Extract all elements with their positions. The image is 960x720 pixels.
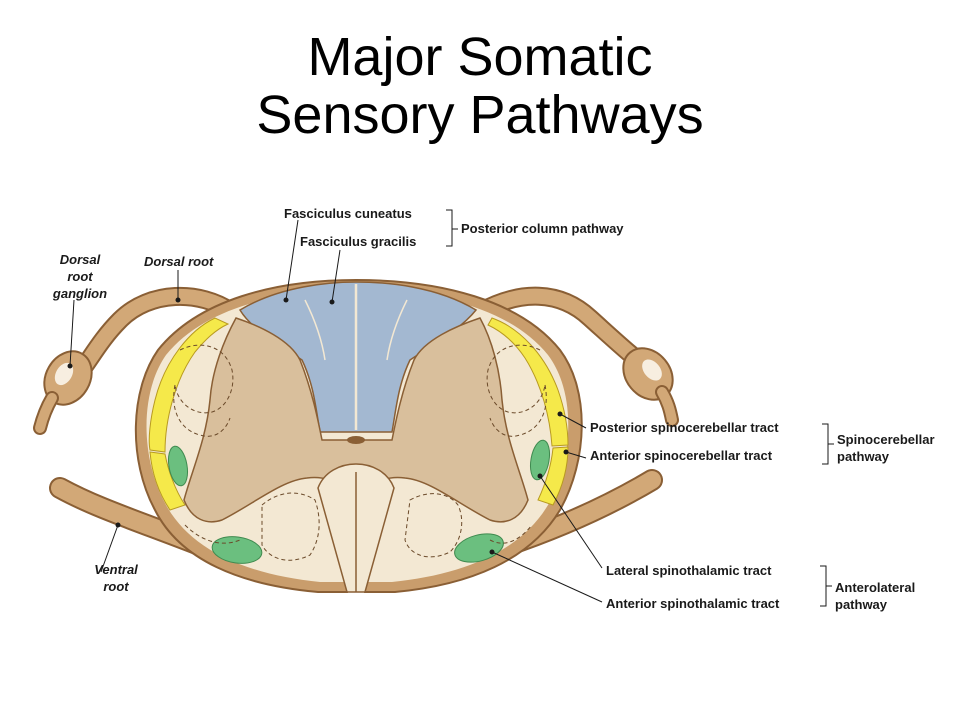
label-lateral-spinothalamic-tract: Lateral spinothalamic tract (606, 563, 772, 578)
label-posterior-spinocerebellar-tract: Posterior spinocerebellar tract (590, 420, 779, 435)
label-spinocerebellar-pathway-1: Spinocerebellar (837, 432, 935, 447)
leader-lines (69, 209, 834, 607)
page-title: Major Somatic Sensory Pathways (0, 28, 960, 144)
label-ventral-root-2: root (103, 579, 129, 594)
left-posterior-spinocerebellar-tract (148, 317, 230, 453)
left-anterior-spinocerebellar-tract (149, 451, 186, 511)
label-fasciculus-cuneatus: Fasciculus cuneatus (284, 206, 412, 221)
right-lateral-spinothalamic-tract (529, 439, 551, 481)
label-anterior-spinothalamic-tract: Anterior spinothalamic tract (606, 596, 780, 611)
leader-dots (67, 297, 569, 555)
label-anterolateral-pathway-2: pathway (835, 597, 888, 612)
right-anterior-spinocerebellar-tract (537, 446, 569, 506)
label-anterior-spinocerebellar-tract: Anterior spinocerebellar tract (590, 448, 773, 463)
label-spinocerebellar-pathway-2: pathway (837, 449, 890, 464)
right-dorsal-root (470, 286, 679, 427)
label-fasciculus-gracilis: Fasciculus gracilis (300, 234, 416, 249)
left-lateral-spinothalamic-tract (167, 445, 189, 487)
left-dorsal-root (33, 287, 242, 435)
label-dorsal-root: Dorsal root (144, 254, 214, 269)
gray-matter (183, 317, 529, 523)
label-anterolateral-pathway-1: Anterolateral (835, 580, 915, 595)
label-posterior-column-pathway: Posterior column pathway (461, 221, 624, 236)
label-dorsal-root-ganglion-3: ganglion (52, 286, 107, 301)
label-ventral-root-1: Ventral (94, 562, 138, 577)
label-dorsal-root-ganglion-2: root (67, 269, 93, 284)
label-dorsal-root-ganglion-1: Dorsal (60, 252, 101, 267)
right-posterior-spinocerebellar-tract (487, 317, 569, 447)
title-line-2: Sensory Pathways (256, 85, 704, 145)
title-line-1: Major Somatic (307, 27, 653, 87)
tract-outlines (173, 344, 547, 561)
central-canal (347, 436, 365, 444)
